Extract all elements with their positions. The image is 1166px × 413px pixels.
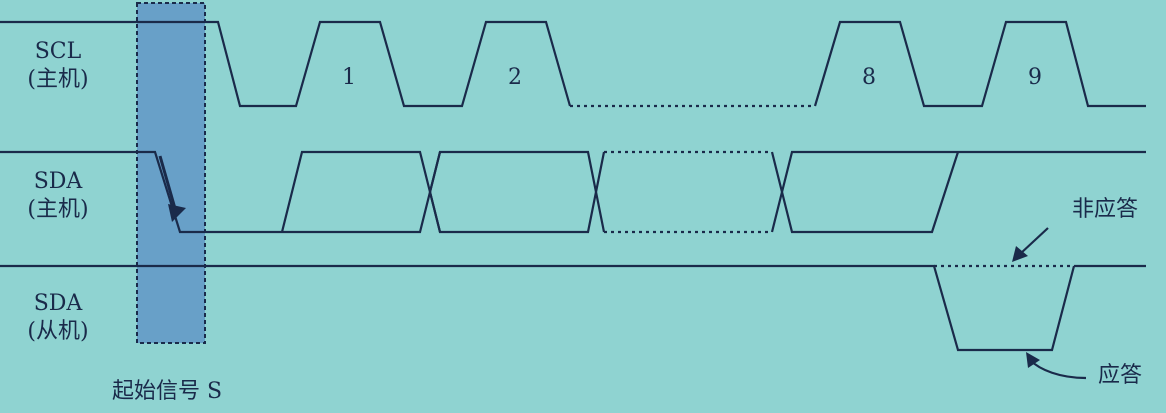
sda-host-bit8-low bbox=[770, 151, 960, 234]
nack-arrowhead bbox=[1012, 246, 1028, 262]
scl-name: SCL bbox=[34, 39, 82, 64]
sda-host-bit2 bbox=[428, 150, 606, 233]
sda-host-start bbox=[0, 150, 282, 234]
sda-slave-name: SDA bbox=[33, 291, 83, 316]
ack-arrow bbox=[1029, 359, 1087, 380]
sda-host-bit8-high bbox=[770, 150, 958, 233]
sda-slave-label: SDA (从机) bbox=[8, 290, 108, 346]
scl-waveform-tail bbox=[813, 20, 1146, 108]
scl-waveform bbox=[0, 20, 572, 108]
scl-host-label: SCL (主机) bbox=[8, 38, 108, 94]
nack-arrow bbox=[1019, 227, 1049, 255]
start-arrow bbox=[158, 155, 178, 213]
sda-host-bit1-high bbox=[280, 150, 442, 233]
sda-slave-waveform bbox=[0, 264, 1076, 352]
pulse-label-9: 9 bbox=[1028, 65, 1042, 90]
sda-host-role: (主机) bbox=[27, 197, 89, 222]
nack-label: 非应答 bbox=[1072, 197, 1139, 222]
pulse-label-2: 2 bbox=[508, 65, 522, 90]
start-arrowhead bbox=[168, 204, 186, 222]
sda-slave-role: (从机) bbox=[27, 319, 89, 344]
pulse-label-8: 8 bbox=[862, 65, 876, 90]
start-signal-label: 起始信号 S bbox=[112, 379, 223, 404]
start-signal-highlight bbox=[136, 2, 206, 344]
scl-role: (主机) bbox=[27, 67, 89, 92]
ack-label: 应答 bbox=[1098, 363, 1143, 388]
ack-arrowhead bbox=[1026, 352, 1040, 368]
pulse-label-1: 1 bbox=[342, 65, 356, 90]
sda-host-label: SDA (主机) bbox=[8, 168, 108, 224]
sda-host-name: SDA bbox=[33, 169, 83, 194]
sda-host-bit1-low bbox=[282, 151, 442, 234]
sda-host-bit2-low bbox=[428, 151, 606, 234]
